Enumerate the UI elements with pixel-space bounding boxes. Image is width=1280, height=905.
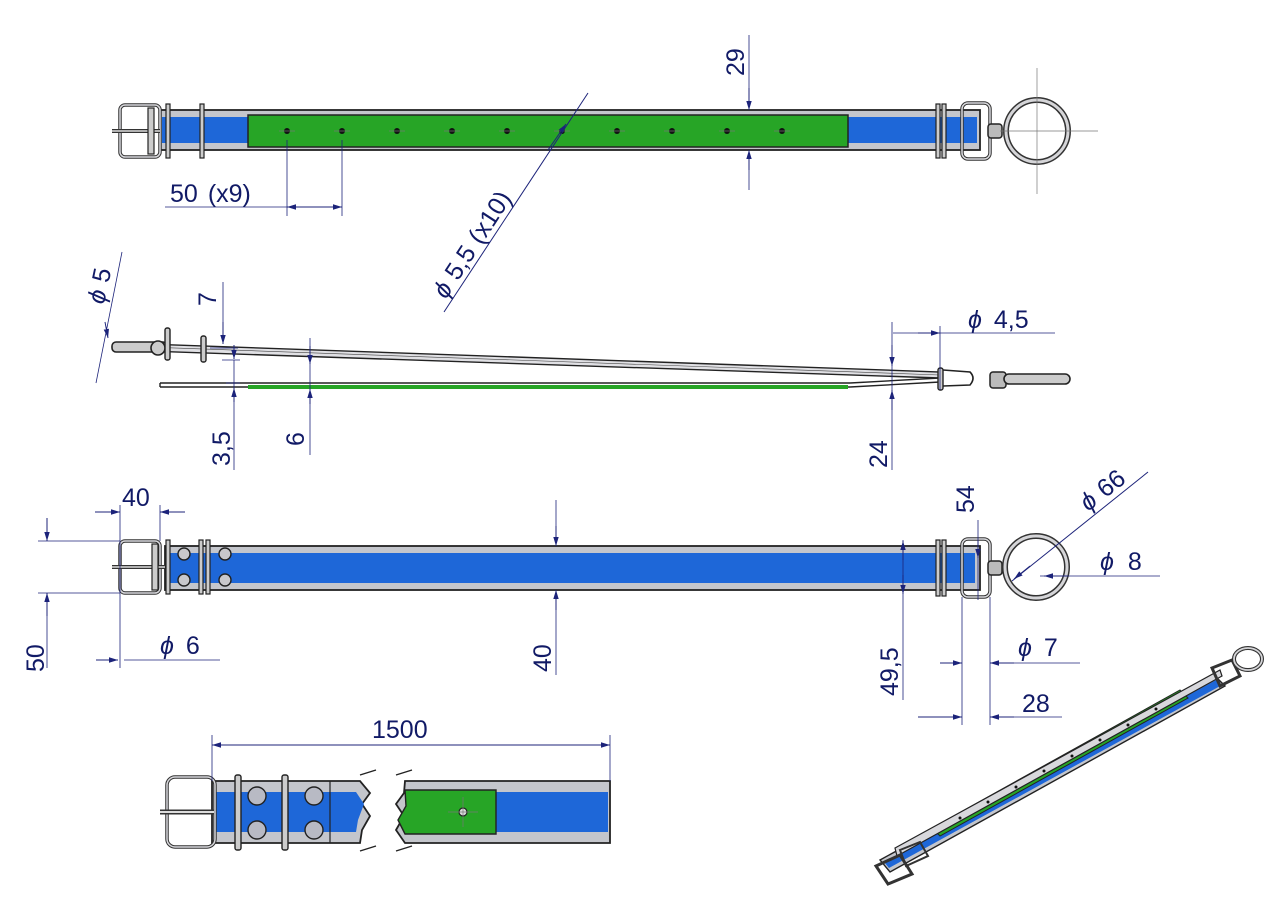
- dim-strap-width: 40: [529, 644, 557, 672]
- side-buckle: [111, 327, 207, 363]
- top-buckle: [112, 103, 205, 159]
- dim-hole-diameter: ϕ5,5(x10): [428, 186, 518, 303]
- dim-top-strap-width: 29: [722, 48, 750, 76]
- dim-hole-spacing: 50(x9): [170, 180, 251, 208]
- detail-view: 1500: [160, 716, 611, 852]
- side-ring-assembly: [937, 367, 1071, 391]
- dim-buckle-length: 40: [122, 484, 150, 512]
- isometric-view: [873, 646, 1264, 886]
- bottom-rivets: [177, 547, 232, 587]
- dim-buckle-wire-diameter: ϕ5: [82, 265, 117, 306]
- dim-buckle-width: 50: [22, 644, 50, 672]
- dim-loop-width: 54: [952, 485, 980, 513]
- top-ring-assembly: [935, 68, 1098, 194]
- side-green-pad: [248, 385, 848, 389]
- dim-end-height: 24: [865, 440, 893, 468]
- bottom-ring-assembly: [935, 533, 1070, 601]
- dim-overall-length: 1500: [372, 716, 428, 744]
- dim-loop-length: 28: [1022, 690, 1050, 718]
- dim-buckle-height: 7: [194, 292, 222, 306]
- top-holes: [279, 128, 790, 134]
- dim-inner-width: 49,5: [876, 647, 904, 696]
- top-view: 29 50(x9) ϕ5,5(x10): [112, 35, 1098, 313]
- bottom-strap-blue: [167, 553, 975, 583]
- dim-strap-thickness: 3,5: [208, 431, 236, 466]
- dim-pad-thickness: 6: [282, 432, 310, 446]
